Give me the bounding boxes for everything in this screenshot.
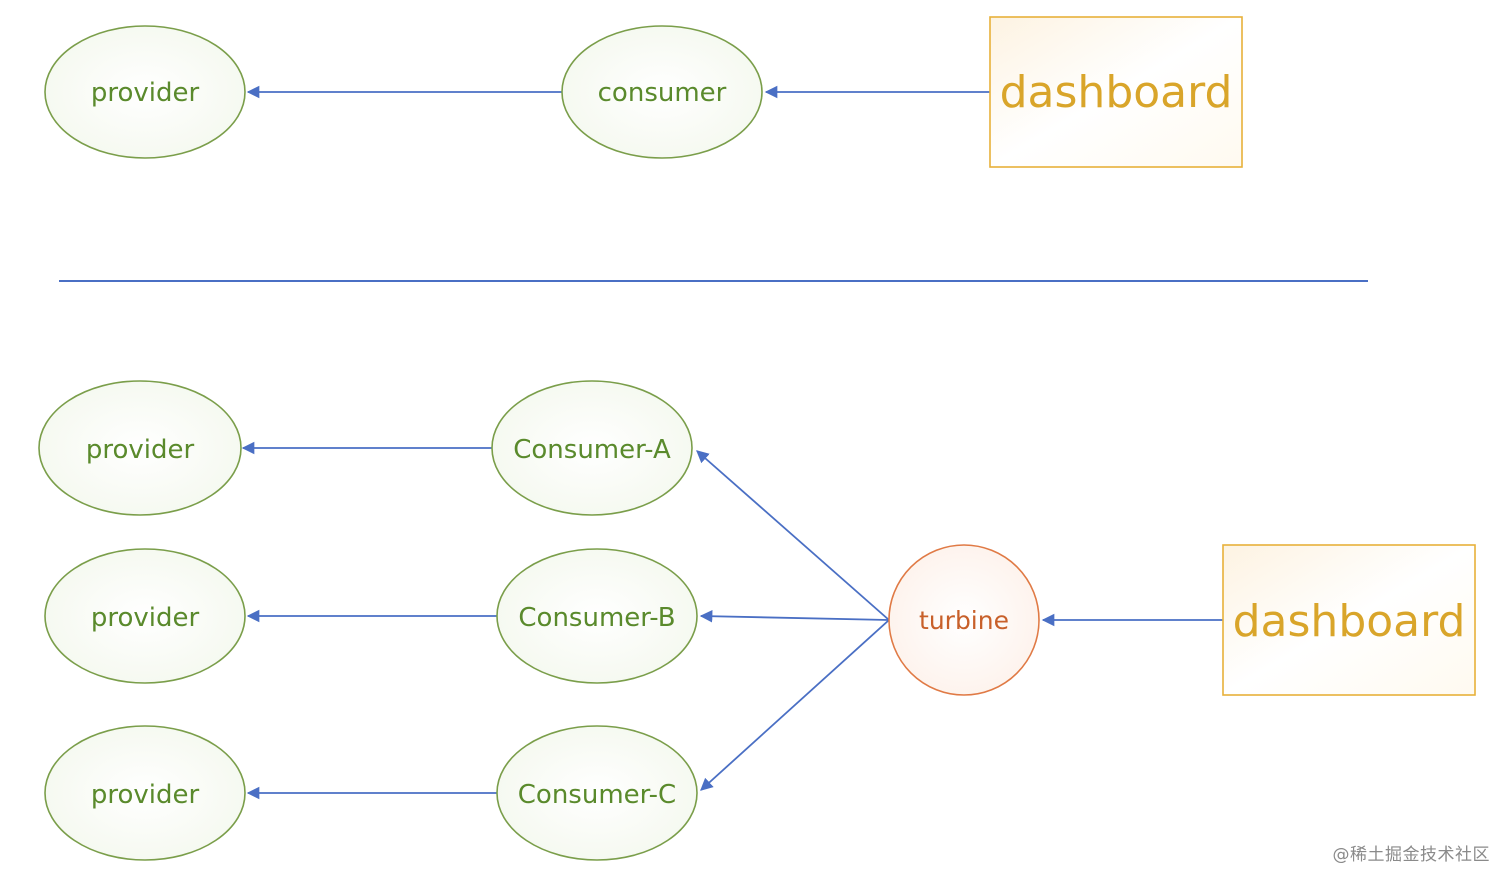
provider-c-label: provider — [91, 780, 200, 810]
top-consumer-label: consumer — [598, 78, 727, 108]
bottom-diagram: provider provider provider Consumer-A Co… — [38, 380, 1476, 861]
top-provider-node: provider — [44, 25, 246, 159]
consumer-b-label: Consumer-B — [518, 603, 675, 633]
bottom-dashboard-box: dashboard — [1222, 544, 1476, 696]
top-dashboard-label: dashboard — [1000, 67, 1233, 118]
provider-node-a: provider — [38, 380, 242, 516]
provider-node-c: provider — [44, 725, 246, 861]
provider-node-b: provider — [44, 548, 246, 684]
turbine-label: turbine — [919, 606, 1009, 635]
top-provider-label: provider — [91, 78, 200, 108]
bottom-dashboard-label: dashboard — [1233, 596, 1466, 647]
arrow-turbine-to-consumer-b — [699, 609, 890, 623]
arrow-turbine-to-consumer-a — [696, 450, 890, 621]
top-consumer-node: consumer — [561, 25, 763, 159]
turbine-node: turbine — [888, 544, 1040, 696]
consumer-node-c: Consumer-C — [496, 725, 698, 861]
top-dashboard-box: dashboard — [989, 16, 1243, 168]
consumer-node-a: Consumer-A — [491, 380, 693, 516]
arrow-turbine-to-consumer-c — [700, 619, 890, 791]
watermark-text: @稀土掘金技术社区 — [1332, 845, 1490, 865]
top-diagram: provider consumer dashboard — [44, 16, 1243, 168]
consumer-a-label: Consumer-A — [513, 435, 671, 465]
provider-a-label: provider — [86, 435, 195, 465]
consumer-c-label: Consumer-C — [518, 780, 676, 810]
consumer-node-b: Consumer-B — [496, 548, 698, 684]
provider-b-label: provider — [91, 603, 200, 633]
